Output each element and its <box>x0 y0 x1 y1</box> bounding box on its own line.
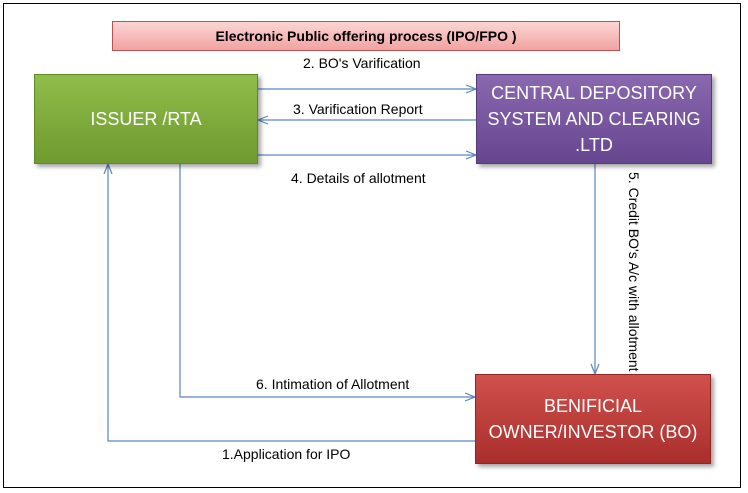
arrow-intimation-of-allotment <box>179 164 475 397</box>
beneficial-owner-label: BENIFICIAL OWNER/INVESTOR (BO) <box>489 393 698 445</box>
diagram-frame <box>3 3 741 488</box>
central-depository-node: CENTRAL DEPOSITORY SYSTEM AND CLEARING .… <box>476 74 712 164</box>
issuer-rta-label: ISSUER /RTA <box>90 109 202 129</box>
edge-label-application-for-ipo: 1.Application for IPO <box>222 446 351 462</box>
edge-label-bo-varification: 2. BO's Varification <box>303 55 421 71</box>
diagram-title: Electronic Public offering process (IPO/… <box>112 21 620 51</box>
central-depository-line: CENTRAL DEPOSITORY <box>491 83 697 103</box>
beneficial-owner-node: BENIFICIAL OWNER/INVESTOR (BO) <box>475 374 711 464</box>
beneficial-owner-line: BENIFICIAL <box>543 396 643 416</box>
edge-label-intimation-of-allotment: 6. Intimation of Allotment <box>256 376 410 392</box>
edge-label-varification-report: 3. Varification Report <box>293 101 423 117</box>
central-depository-line: .LTD <box>575 135 613 155</box>
arrow-application-for-ipo <box>108 164 475 442</box>
issuer-rta-node: ISSUER /RTA <box>34 74 258 164</box>
edge-label-details-of-allotment: 4. Details of allotment <box>291 170 426 186</box>
beneficial-owner-line: OWNER/INVESTOR (BO) <box>488 422 698 442</box>
edge-label-credit-bo-account: 5. Credit BO's A/c with allotment <box>626 172 642 372</box>
central-depository-label: CENTRAL DEPOSITORY SYSTEM AND CLEARING .… <box>487 80 700 158</box>
central-depository-line: SYSTEM AND CLEARING <box>487 109 701 129</box>
